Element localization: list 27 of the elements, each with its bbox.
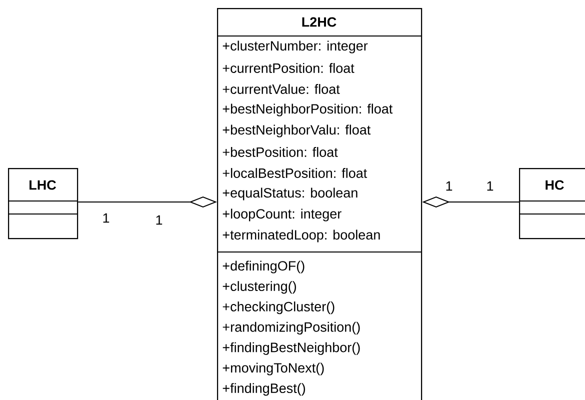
attribute-text: +equalStatus: boolean	[222, 188, 358, 200]
multiplicity-label: 1	[156, 215, 162, 225]
class-box	[216, 8, 422, 400]
attribute-text: +bestNeighborPosition: float	[222, 104, 393, 116]
attribute-text: +bestNeighborValu: float	[222, 124, 371, 138]
method-text: +findingBestNeighbor()	[222, 342, 360, 355]
attribute-text: +terminatedLoop: boolean	[222, 230, 380, 242]
multiplicity-label: 1	[487, 181, 494, 191]
class-name: HC	[546, 180, 564, 190]
method-text: +checkingCluster()	[222, 302, 334, 314]
attribute-text: +bestPosition: float	[222, 147, 338, 157]
method-text: +movingToNext()	[222, 362, 324, 376]
multiplicity-label: 1	[103, 213, 110, 223]
class-name: L2HC	[302, 17, 336, 27]
class-box	[518, 168, 585, 240]
attribute-text: +currentPosition: float	[222, 63, 354, 73]
method-text: +findingBest()	[222, 383, 306, 396]
method-text: +clustering()	[222, 281, 296, 294]
method-text: +randomizingPosition()	[222, 322, 360, 334]
class-name: LHC	[30, 180, 56, 190]
attribute-text: +currentValue: float	[222, 84, 340, 94]
attribute-text: +clusterNumber: integer	[222, 40, 368, 54]
multiplicity-label: 1	[446, 181, 452, 191]
attribute-text: +localBestPosition: float	[222, 168, 368, 178]
method-text: +definingOF()	[222, 260, 304, 274]
attribute-text: +loopCount: integer	[222, 208, 342, 222]
class-box	[8, 168, 78, 240]
